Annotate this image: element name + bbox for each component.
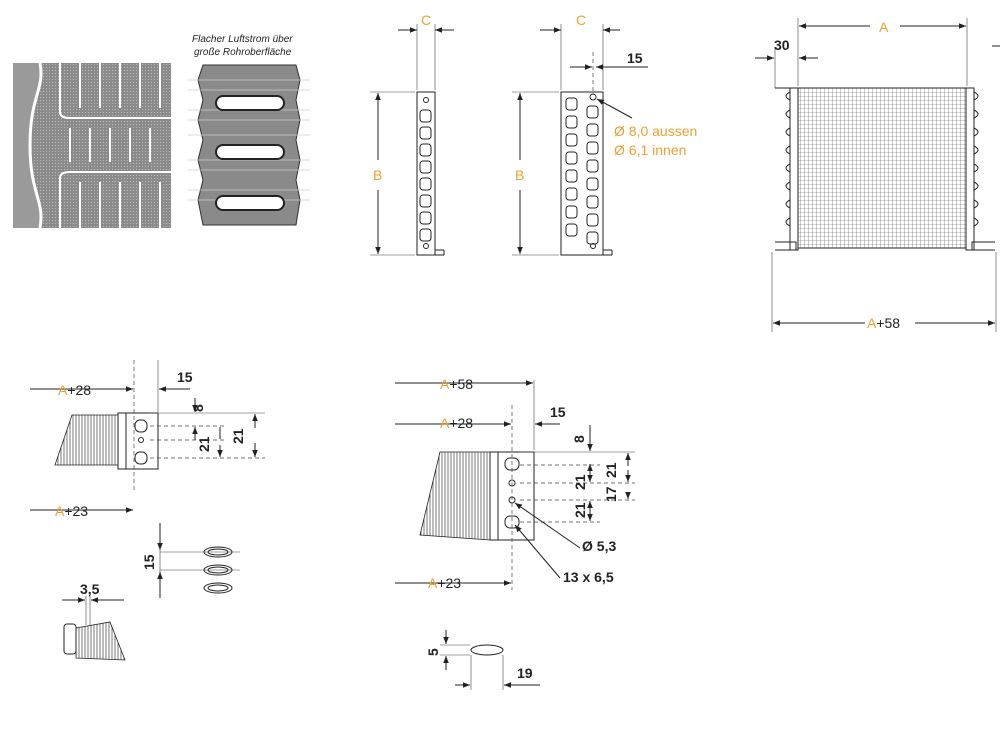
tube-inner-diameter: Ø 6,1 innen [614,142,686,158]
side-view-double-row [512,24,648,256]
detail-single-row [30,360,265,513]
front-view [755,18,1000,332]
dim-21-detail-a: 21 [572,474,588,490]
dim-15-plate: 15 [141,554,157,570]
caption-line-2: große Rohroberfläche [194,47,292,58]
dim-3-5: 3,5 [80,581,100,597]
dim-a-plus-23-detail: A+23 [428,575,461,591]
dim-a-plus-28-detail: A+28 [440,415,473,431]
fin-closeup-illustration [13,62,171,229]
dim-b-label-1: B [373,167,382,183]
dim-17-detail: 17 [603,486,619,502]
detail-double-row [395,380,635,590]
dim-a-label-front: A [879,19,889,35]
dim-8-detail: 8 [571,435,587,443]
caption-line-1: Flacher Luftstrom über [192,34,293,45]
dim-21-left-a: 21 [196,436,212,452]
hole-diameter-label: Ø 5,3 [582,538,616,554]
tube-outer-diameter: Ø 8,0 aussen [614,123,697,139]
slot-plate-detail [157,523,240,598]
dim-30: 30 [774,37,790,53]
dim-c-label-1: C [421,12,431,28]
side-view-single-row [370,24,454,256]
slot-size-label: 13 x 6,5 [563,569,614,585]
tube-end-detail [62,596,126,661]
tube-oval-detail [440,630,540,690]
dim-21-left-b: 21 [230,428,246,444]
dim-15-detail: 15 [550,404,566,420]
dim-b-label-2: B [515,167,524,183]
dim-8-left: 8 [190,404,206,412]
dim-a-plus-58-detail: A+58 [440,376,473,392]
dim-21-detail-c: 21 [603,462,619,478]
dim-19: 19 [517,665,533,681]
dim-15-left: 15 [177,369,193,385]
dim-a-plus-23-left: A+23 [55,503,88,519]
dim-21-detail-b: 21 [572,502,588,518]
dim-15-tube: 15 [627,50,643,66]
dim-a-plus-58-front: A+58 [867,315,900,331]
dim-5: 5 [425,648,441,656]
dim-c-label-2: C [576,12,586,28]
fin-cross-section [188,64,310,226]
dim-a-plus-28-left: A+28 [58,382,91,398]
